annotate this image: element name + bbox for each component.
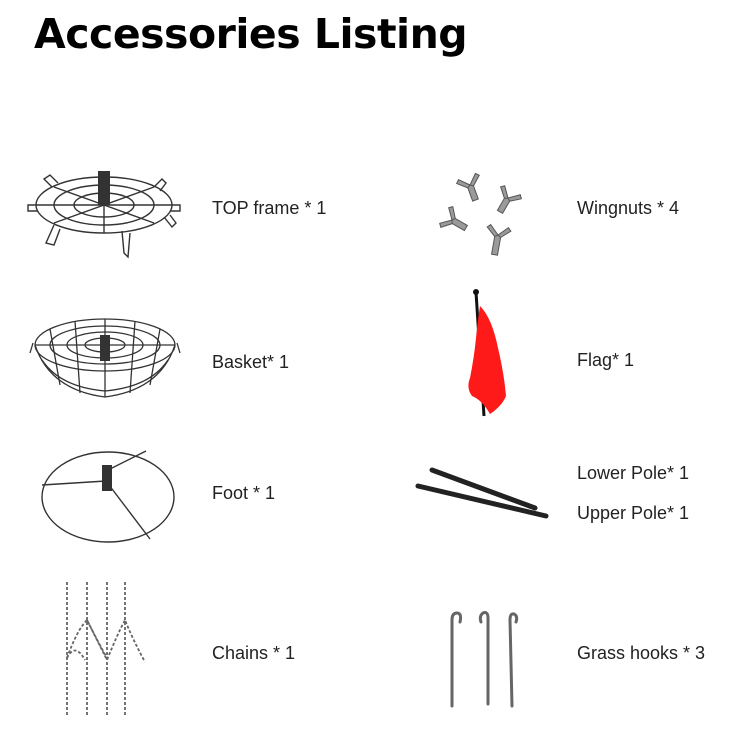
label-grass-hooks: Grass hooks * 3 — [577, 643, 706, 663]
foot-image — [38, 445, 178, 545]
page-title: Accessories Listing — [34, 10, 468, 58]
basket-image — [29, 305, 181, 405]
chains-image — [55, 580, 150, 720]
label-upper-pole: Upper Pole* 1 — [577, 503, 690, 523]
wingnuts-image — [430, 170, 540, 265]
label-top-frame: TOP frame * 1 — [212, 198, 327, 218]
label-flag: Flag* 1 — [577, 350, 635, 370]
label-lower-pole: Lower Pole* 1 — [577, 463, 690, 483]
poles-image — [410, 460, 555, 525]
grass-hooks-image — [440, 610, 530, 710]
label-chains: Chains * 1 — [212, 643, 296, 663]
label-foot: Foot * 1 — [212, 483, 276, 503]
label-basket: Basket* 1 — [212, 352, 290, 372]
flag-image — [462, 288, 522, 423]
label-wingnuts: Wingnuts * 4 — [577, 198, 680, 218]
top-frame-image — [24, 165, 184, 265]
